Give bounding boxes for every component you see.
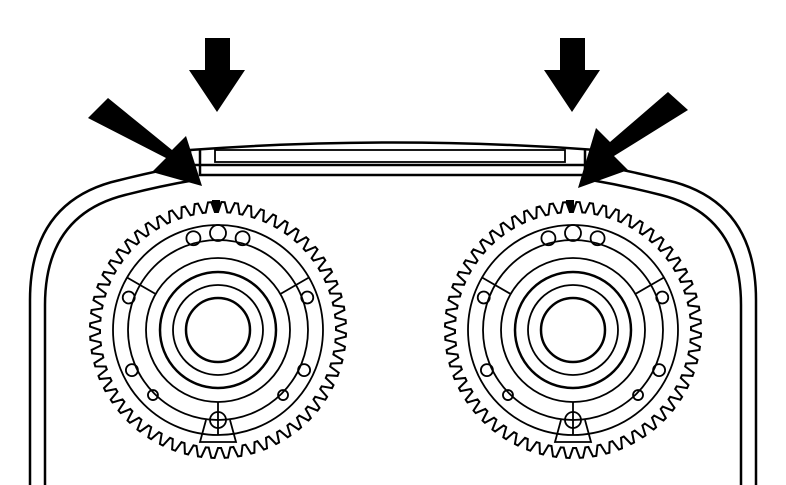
diagonal-arrow-icon (578, 92, 688, 188)
diagonal-arrow-icon (88, 98, 202, 186)
sprocket-hole (540, 230, 557, 247)
sprocket-hole (476, 290, 491, 305)
sprocket-hole (564, 224, 582, 242)
sprocket-hole (209, 411, 227, 429)
sprocket-hole (480, 363, 494, 378)
sprocket-bore (539, 296, 607, 364)
sprocket-hole (300, 290, 315, 305)
down-arrow-icon (544, 38, 600, 112)
sprocket-hole (632, 389, 644, 401)
sprocket-spoke (126, 276, 157, 295)
sprocket-hole (502, 389, 514, 401)
sprocket-spoke (481, 276, 512, 295)
sprocket-notch (198, 419, 238, 443)
sprocket-hole (564, 411, 582, 429)
sprocket-hole (297, 363, 311, 378)
sprocket-inner-ring (527, 284, 619, 376)
sprocket-hole (277, 389, 289, 401)
sprocket-hole (652, 363, 666, 378)
sprocket-notch (553, 419, 593, 443)
sprocket-inner-ring (172, 284, 264, 376)
cam-sprocket-icon (88, 200, 348, 460)
sprocket-hole (589, 230, 606, 247)
down-arrow-icon (189, 38, 245, 112)
sprocket-hub (158, 270, 278, 390)
sprocket-hole (234, 230, 251, 247)
sprocket-hub (513, 270, 633, 390)
sprocket-hole (655, 290, 670, 305)
sprocket-hole (185, 230, 202, 247)
sprocket-spoke (634, 276, 665, 295)
cam-sprocket-icon (443, 200, 703, 460)
sprocket-hole (209, 224, 227, 242)
sprocket-hole (125, 363, 139, 378)
sprocket-hole (147, 389, 159, 401)
sprocket-bore (184, 296, 252, 364)
sprocket-hole (121, 290, 136, 305)
sprocket-spoke (279, 276, 310, 295)
